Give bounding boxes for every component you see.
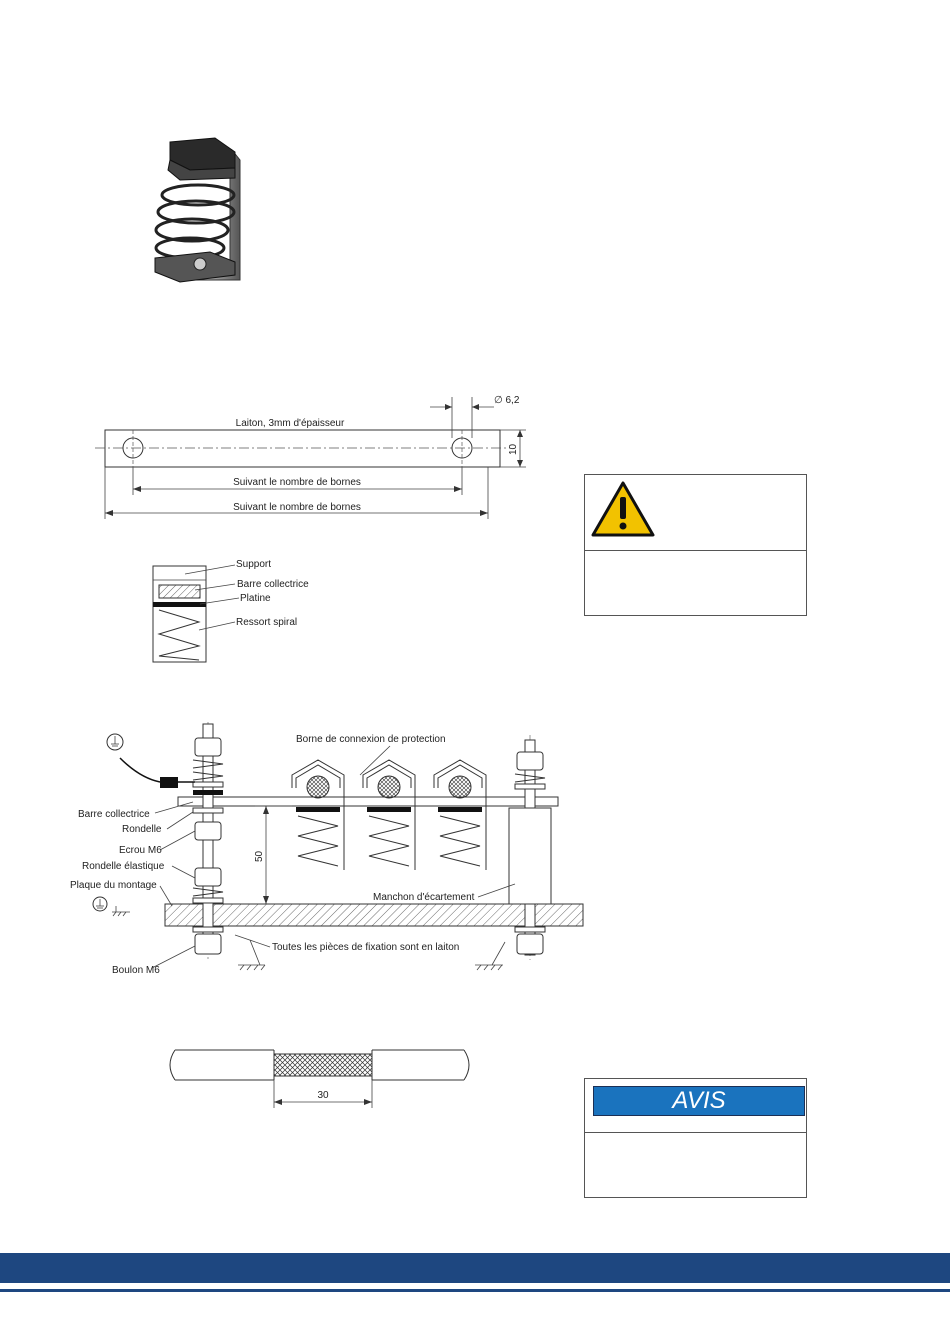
terminal-section-drawing: Support Barre collectrice Platine Ressor… xyxy=(152,559,309,663)
height-dimension: 50 xyxy=(254,850,265,862)
support-label: Support xyxy=(236,559,271,570)
footer-band xyxy=(0,1253,950,1283)
warning-triangle-icon xyxy=(591,481,655,537)
stripped-cable-drawing: 30 xyxy=(169,1049,470,1108)
left-label-washer: Rondelle xyxy=(122,824,162,835)
spring-label: Ressort spiral xyxy=(236,617,297,628)
busbar-label: Barre collectrice xyxy=(237,579,309,590)
notice-box: AVIS xyxy=(584,1078,807,1198)
notice-label: AVIS xyxy=(593,1086,805,1116)
terminal-3 xyxy=(433,759,487,870)
fixing-note: Toutes les pièces de fixation sont en la… xyxy=(272,942,459,953)
outer-length-label: Suivant le nombre de bornes xyxy=(233,502,361,513)
strip-length-label: 30 xyxy=(317,1090,329,1101)
warning-box xyxy=(584,474,807,616)
protective-terminal-label: Borne de connexion de protection xyxy=(296,734,446,745)
warning-header xyxy=(585,475,806,551)
footer-line xyxy=(0,1289,950,1292)
material-label: Laiton, 3mm d'épaisseur xyxy=(236,418,345,429)
plate-label: Platine xyxy=(240,593,271,604)
terminal-1 xyxy=(291,759,345,870)
left-label-busbar: Barre collectrice xyxy=(78,809,150,820)
spring-terminal-photo xyxy=(154,137,241,283)
bar-height-label: 10 xyxy=(508,443,519,455)
hole-diameter-label: ∅ 6,2 xyxy=(494,395,520,406)
left-label-nut: Ecrou M6 xyxy=(119,845,162,856)
left-label-spring-washer: Rondelle élastique xyxy=(82,861,165,872)
left-label-mounting-plate: Plaque du montage xyxy=(70,880,157,891)
notice-header: AVIS xyxy=(585,1079,806,1133)
left-label-bolt: Boulon M6 xyxy=(112,965,160,976)
spacer-label: Manchon d'écartement xyxy=(373,892,475,903)
terminal-2 xyxy=(362,759,416,870)
busbar-dimension-drawing: ∅ 6,2 10 Laiton, 3mm d'épaisseur Suivant… xyxy=(95,395,526,519)
protective-terminal-assembly-drawing: 50 Borne de connexion de protection Barr… xyxy=(70,722,584,976)
right-bolt xyxy=(508,735,552,960)
left-bolt xyxy=(192,722,224,960)
inner-length-label: Suivant le nombre de bornes xyxy=(233,477,361,488)
